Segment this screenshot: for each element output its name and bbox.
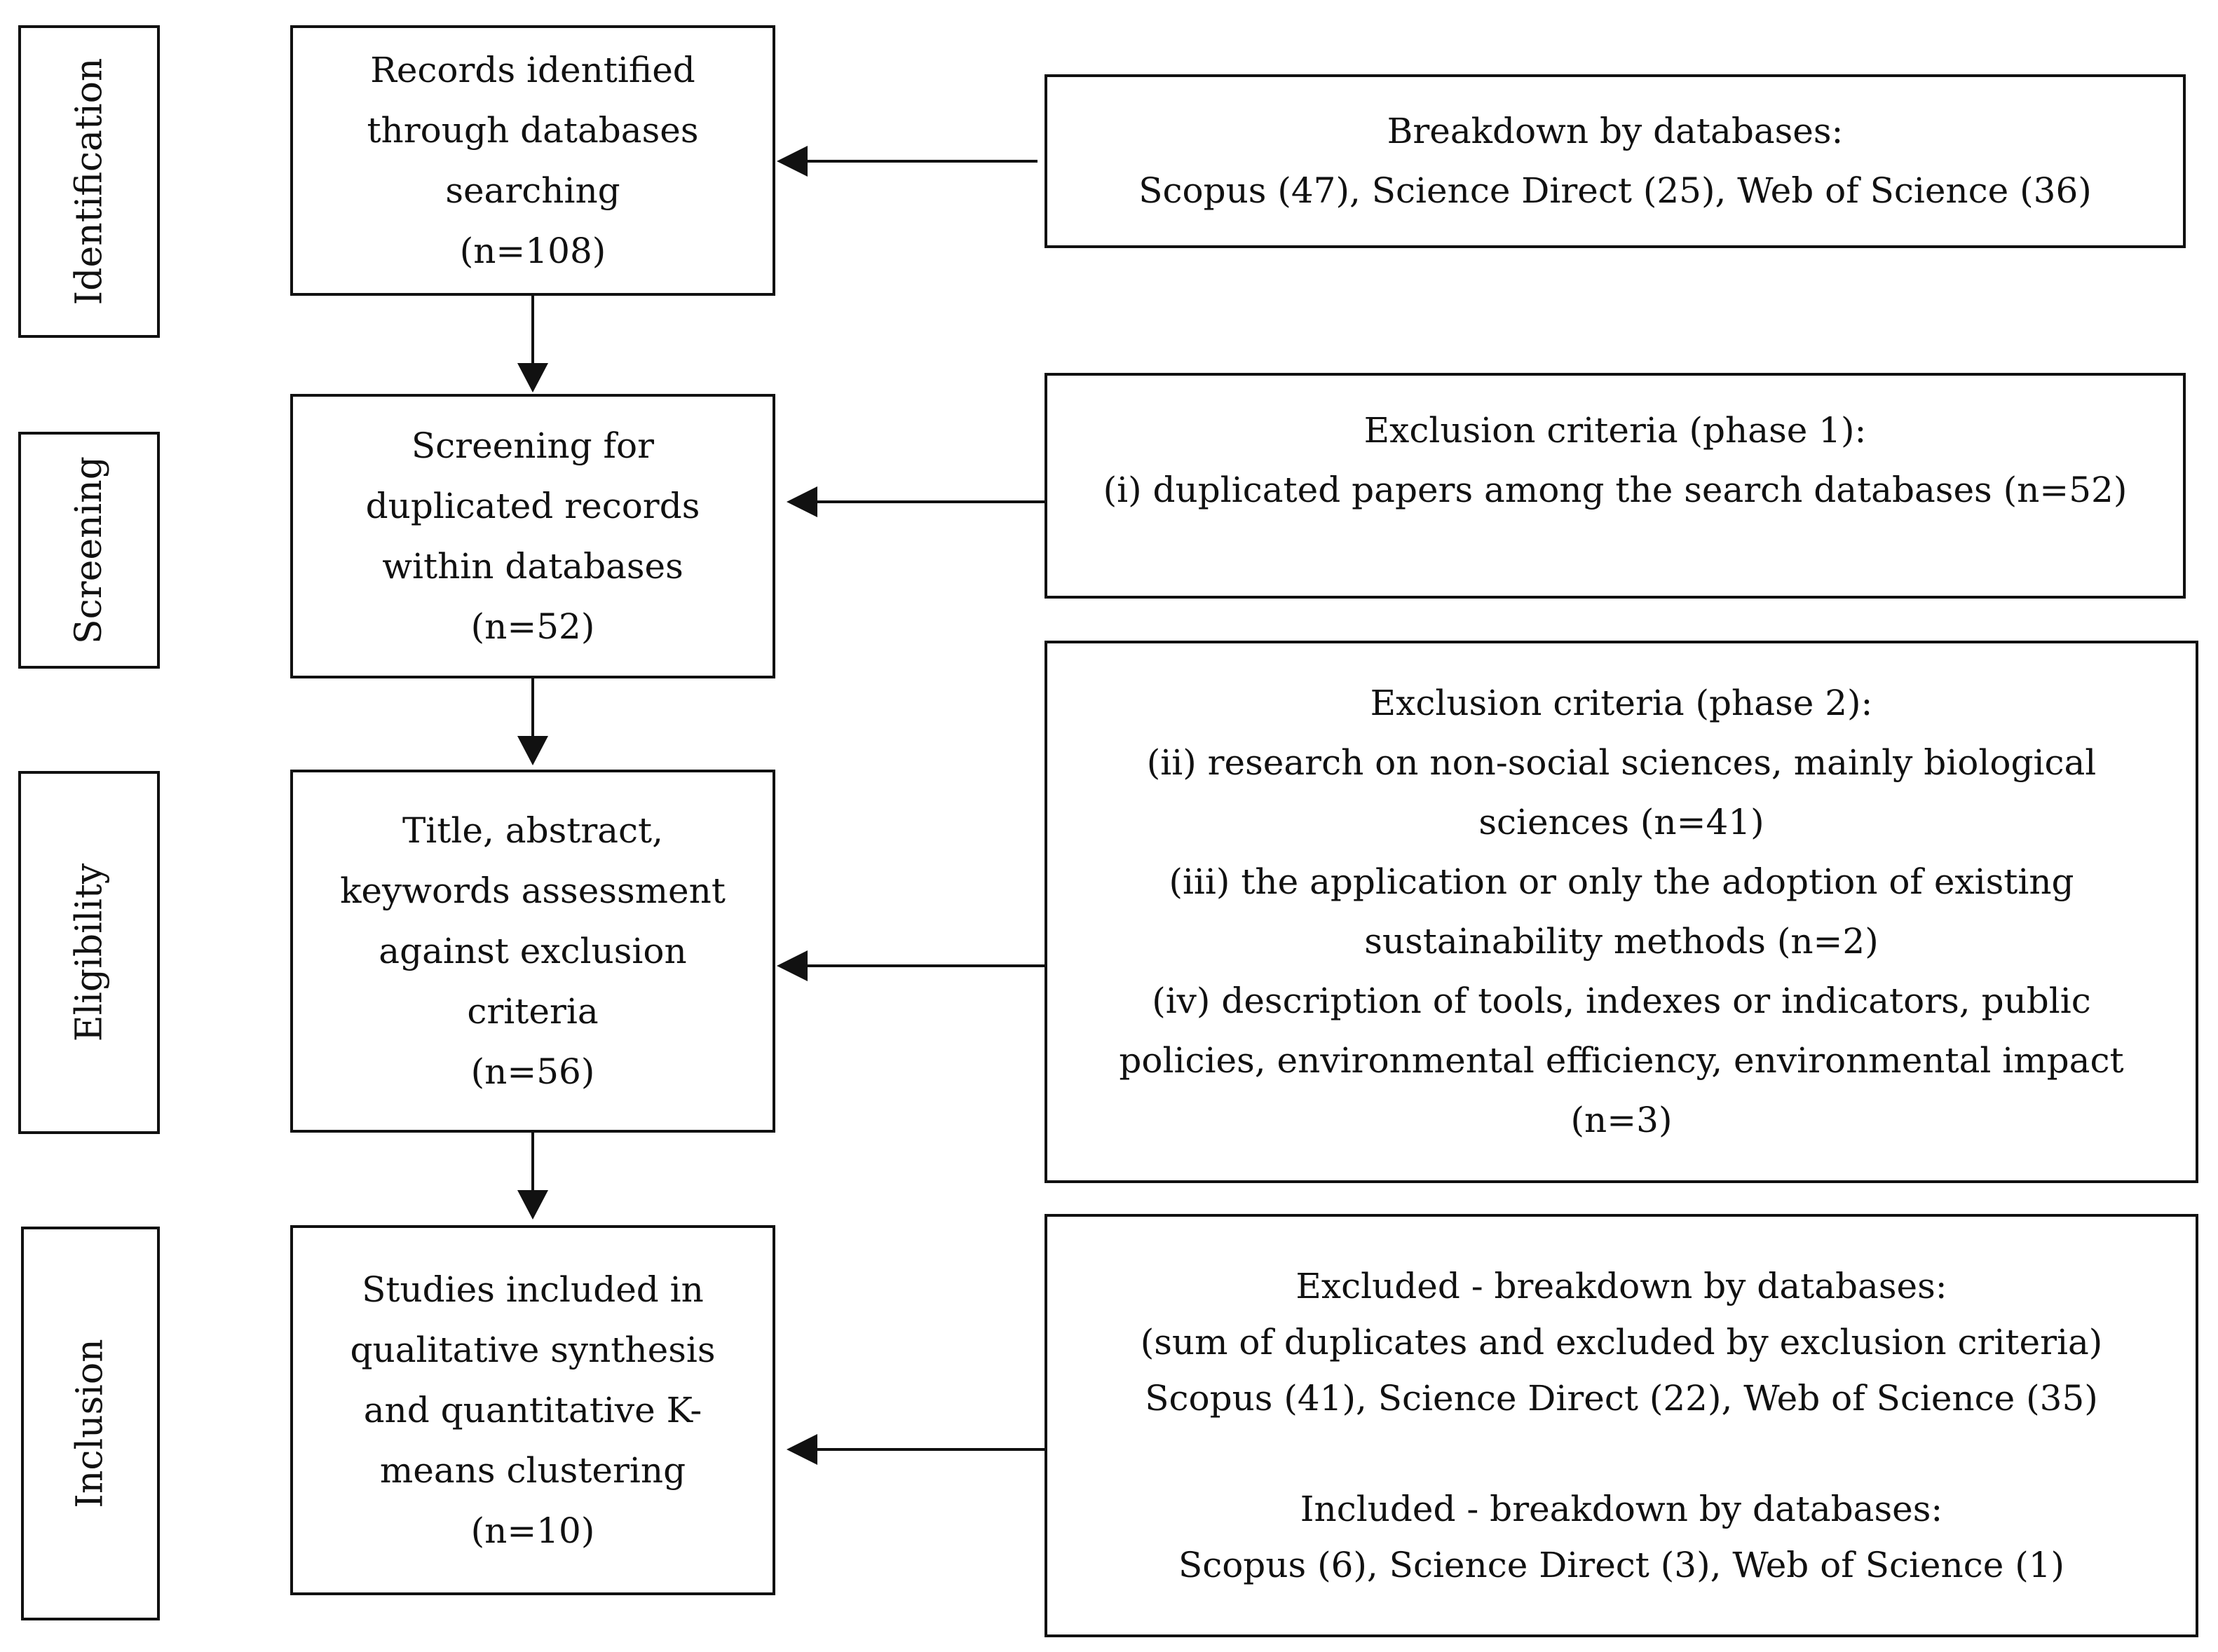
screening-box: Screening for duplicated records within …	[290, 394, 775, 678]
box-line: (n=10)	[470, 1510, 595, 1551]
box-line: Breakdown by databases:	[1387, 111, 1844, 151]
box-line: sciences (n=41)	[1478, 802, 1764, 842]
stage-label-inclusion: Inclusion	[69, 1339, 112, 1508]
box-line: (ii) research on non-social sciences, ma…	[1146, 742, 2097, 783]
exclusion-phase1-box: Exclusion criteria (phase 1): (i) duplic…	[1045, 373, 2186, 599]
box-line: (n=3)	[1570, 1100, 1673, 1140]
box-line: criteria	[467, 991, 599, 1032]
left-arrow-3	[777, 950, 1045, 981]
box-line: (iv) description of tools, indexes or in…	[1152, 981, 2091, 1021]
stage-label-identification: Identification	[68, 57, 111, 306]
box-line: Scopus (41), Science Direct (22), Web of…	[1145, 1378, 2098, 1419]
box-line: within databases	[382, 546, 683, 587]
box-line: sustainability methods (n=2)	[1364, 921, 1879, 962]
box-line: Excluded - breakdown by databases:	[1295, 1266, 1947, 1306]
stage-eligibility: Eligibility	[18, 771, 160, 1134]
down-arrow-1	[517, 296, 548, 392]
box-line: Scopus (47), Science Direct (25), Web of…	[1138, 170, 2092, 211]
box-line: duplicated records	[365, 486, 700, 526]
box-line: and quantitative K-	[363, 1390, 702, 1431]
box-line: (n=56)	[470, 1051, 595, 1092]
left-arrow-4	[787, 1434, 1045, 1465]
box-line: through databases	[367, 110, 699, 151]
box-line: Included - breakdown by databases:	[1300, 1489, 1943, 1529]
box-line: (i) duplicated papers among the search d…	[1103, 470, 2128, 510]
stage-screening: Screening	[18, 432, 160, 669]
box-line: qualitative synthesis	[350, 1330, 716, 1370]
box-line: keywords assessment	[340, 871, 726, 911]
box-line: (sum of duplicates and excluded by exclu…	[1140, 1322, 2103, 1363]
breakdown-box: Breakdown by databases: Scopus (47), Sci…	[1045, 74, 2186, 248]
box-line: against exclusion	[379, 931, 687, 971]
box-line: (iii) the application or only the adopti…	[1169, 861, 2074, 902]
box-line: Records identified	[370, 50, 695, 90]
box-line: Screening for	[411, 425, 655, 466]
left-arrow-2	[787, 486, 1045, 517]
box-line: (n=108)	[459, 231, 606, 271]
eligibility-box: Title, abstract, keywords assessment aga…	[290, 770, 775, 1133]
box-line: (n=52)	[470, 606, 595, 647]
stage-inclusion: Inclusion	[21, 1227, 160, 1620]
box-line: Title, abstract,	[402, 810, 664, 851]
box-line: Exclusion criteria (phase 1):	[1363, 410, 1867, 451]
stage-label-screening: Screening	[68, 456, 110, 645]
box-line: searching	[445, 170, 620, 211]
down-arrow-2	[517, 678, 548, 765]
left-arrow-1	[777, 146, 1037, 177]
stage-identification: Identification	[18, 25, 160, 338]
inclusion-box: Studies included in qualitative synthesi…	[290, 1225, 775, 1595]
box-line: Studies included in	[362, 1269, 704, 1310]
down-arrow-3	[517, 1133, 548, 1220]
breakdown-final-box: Excluded - breakdown by databases: (sum …	[1045, 1214, 2198, 1637]
box-line: means clustering	[379, 1450, 686, 1491]
box-line: policies, environmental efficiency, envi…	[1119, 1040, 2124, 1081]
records-identified-box: Records identified through databases sea…	[290, 25, 775, 296]
exclusion-phase2-box: Exclusion criteria (phase 2): (ii) resea…	[1045, 641, 2198, 1183]
stage-label-eligibility: Eligibility	[68, 863, 110, 1042]
box-line: Exclusion criteria (phase 2):	[1370, 683, 1873, 723]
box-line: Scopus (6), Science Direct (3), Web of S…	[1178, 1545, 2065, 1585]
